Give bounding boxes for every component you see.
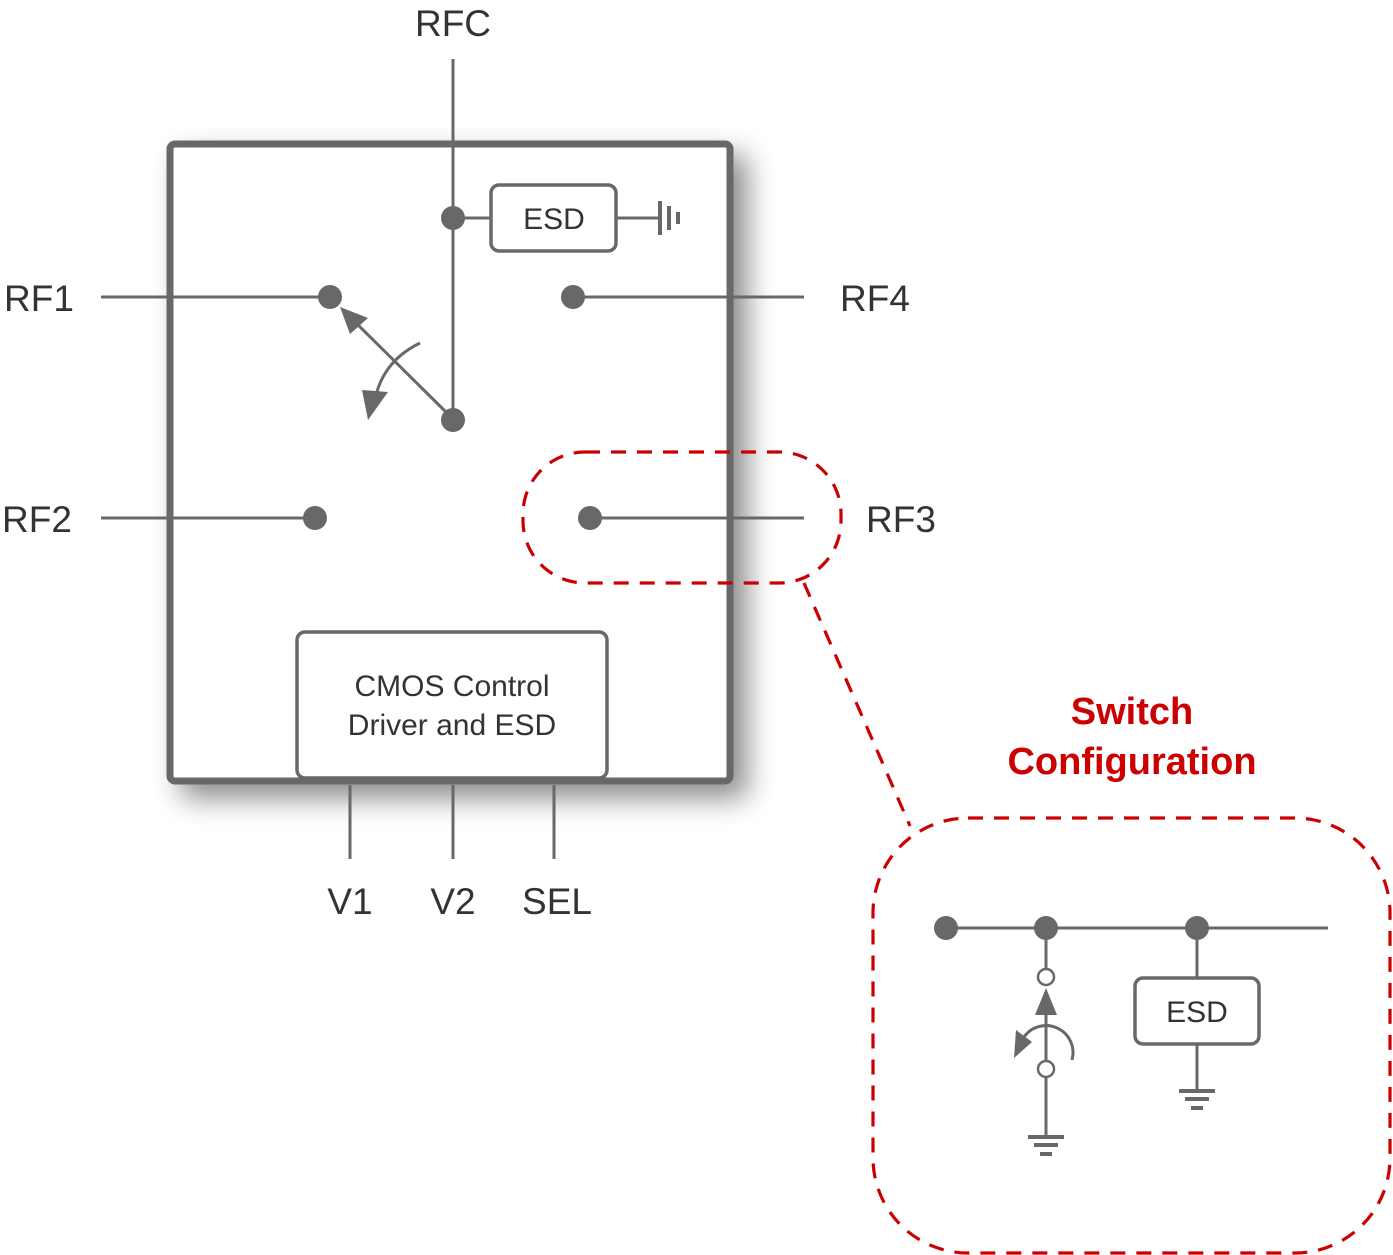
- pin-label-rf2: RF2: [2, 499, 72, 540]
- pin-label-v2: V2: [430, 881, 475, 922]
- esd-top-label: ESD: [523, 203, 585, 236]
- ground-icon: [616, 201, 680, 235]
- switch-configuration-detail: ESD: [934, 916, 1328, 1156]
- rf4-node: [561, 285, 585, 309]
- ground-icon: [1179, 1089, 1215, 1110]
- pin-label-rf3: RF3: [866, 499, 936, 540]
- cmos-label-line1: CMOS Control: [354, 670, 549, 703]
- switch-arm-icon: [340, 307, 450, 420]
- pin-label-sel: SEL: [522, 881, 592, 922]
- pin-label-v1: V1: [327, 881, 372, 922]
- callout-title-line2: Configuration: [1007, 741, 1256, 783]
- rf3-highlight-callout: [521, 450, 843, 585]
- ground-icon: [1028, 1135, 1064, 1156]
- cmos-label-line2: Driver and ESD: [348, 709, 556, 742]
- esd-detail-label: ESD: [1166, 996, 1228, 1029]
- switch-contact-bottom: [1036, 1059, 1056, 1079]
- pin-label-rfc: RFC: [415, 3, 491, 44]
- switch-arrow-icon: [1035, 988, 1057, 1015]
- pin-label-rf1: RF1: [4, 278, 74, 319]
- callout-connector: [802, 582, 912, 827]
- callout-title-line1: Switch: [1071, 691, 1193, 733]
- switch-contact-top: [1036, 967, 1056, 987]
- rf3-node: [578, 506, 602, 530]
- pin-label-rf4: RF4: [840, 278, 910, 319]
- rf1-node: [318, 285, 342, 309]
- detail-port-node: [934, 916, 958, 940]
- rf2-node: [303, 506, 327, 530]
- switch-configuration-callout: [871, 816, 1392, 1255]
- cmos-control-block: [295, 630, 609, 780]
- rotation-arc-icon: [1022, 1024, 1075, 1061]
- chip-package-outline: [166, 140, 734, 785]
